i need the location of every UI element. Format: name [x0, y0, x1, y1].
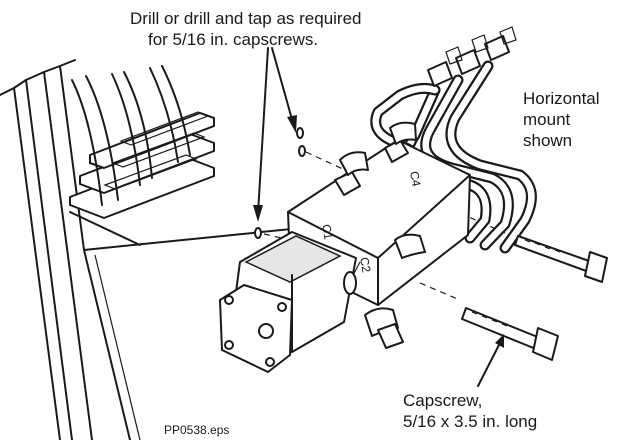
connector-block: [69, 111, 215, 219]
port-label-c1: C1: [319, 223, 336, 241]
capscrew-note: Capscrew, 5/16 x 3.5 in. long: [403, 390, 537, 432]
drill-leaders: [253, 47, 297, 222]
file-name-label: PP0538.eps: [164, 423, 230, 437]
port-label-c2: C2: [357, 256, 374, 274]
drill-note-line-2: for 5/16 in. capscrews.: [148, 30, 319, 49]
cable-bundle: [71, 65, 191, 206]
mount-note: Horizontal mount shown: [523, 88, 600, 151]
capscrew-upper: [514, 235, 608, 283]
mount-note-line-2: mount: [523, 110, 571, 129]
elbow-fittings: [334, 121, 426, 349]
drill-note-line-1: Drill or drill and tap as required: [130, 9, 362, 28]
port-label-c4: C4: [407, 170, 424, 188]
tube-fittings: [427, 26, 517, 87]
capscrew-leader: [477, 334, 504, 387]
mount-note-line-3: shown: [523, 131, 573, 150]
capscrew-note-line-2: 5/16 x 3.5 in. long: [403, 412, 538, 431]
solenoid-coil: [219, 231, 357, 373]
capscrew-lower: [461, 307, 559, 361]
drill-note: Drill or drill and tap as required for 5…: [130, 8, 362, 50]
capscrew-note-line-1: Capscrew,: [403, 391, 483, 410]
mount-note-line-1: Horizontal: [523, 89, 600, 108]
